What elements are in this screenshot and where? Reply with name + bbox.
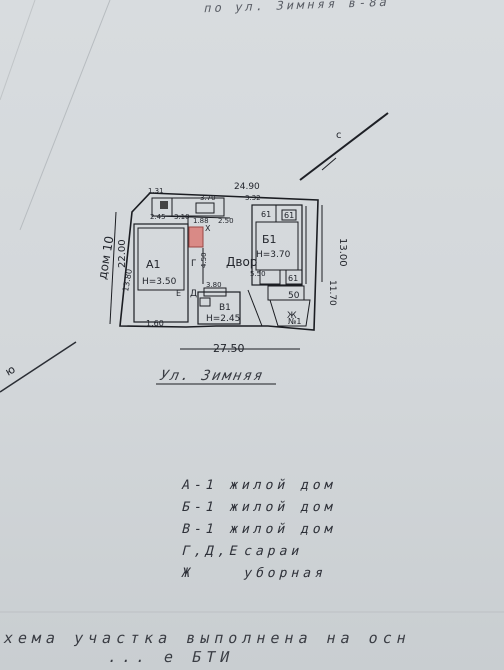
building-a <box>133 223 189 323</box>
dim-left: 22.00 <box>117 239 128 268</box>
legend-text: жилой дом <box>228 522 339 537</box>
dim-small-8: 4.50 <box>200 252 208 268</box>
room-a: А1 <box>146 258 161 271</box>
dim-right-bottom: 11.70 <box>327 280 337 306</box>
dim-small-7: 2.50 <box>218 217 234 225</box>
dim-small-9: 3.80 <box>206 281 222 289</box>
room-x: Х <box>205 224 211 233</box>
legend-text: жилой дом <box>228 500 339 515</box>
room-61a: 61 <box>261 210 271 219</box>
room-v: В1 <box>219 303 231 313</box>
north-label: с <box>336 130 342 141</box>
dim-small-5: 3.10 <box>174 213 190 221</box>
dim-left-side: 13.80 <box>121 268 134 292</box>
footer-line-2: ... е БТИ <box>106 648 237 666</box>
street-label: Ул. Зимняя <box>158 368 266 384</box>
south-arrow <box>0 341 77 393</box>
legend-row: Б-1 жилой дом <box>180 500 338 515</box>
room-b-height: Н=3.70 <box>256 250 291 260</box>
north-arrow <box>299 112 389 181</box>
building-b <box>251 204 303 286</box>
dim-small-3: 2.45 <box>150 213 166 221</box>
legend-code: А-1 <box>180 478 220 493</box>
legend-text: жилой дом <box>228 478 339 493</box>
legend-code: В-1 <box>180 522 220 537</box>
dim-right-top: 13.00 <box>337 238 348 267</box>
room-n1: №1 <box>288 317 301 326</box>
room-zh: Ж <box>287 311 297 321</box>
room-50: 50 <box>288 291 300 301</box>
plot-boundary <box>119 192 319 331</box>
highlight-area <box>188 226 204 248</box>
building-v <box>197 291 241 325</box>
room-61b: 61 <box>284 211 294 220</box>
room-e: Е <box>176 289 181 298</box>
dim-bottom: 27.50 <box>213 342 245 355</box>
legend-text: сараи <box>242 544 306 559</box>
room-b: Б1 <box>262 233 277 246</box>
legend-code: Ж <box>180 566 196 581</box>
dim-small-4: 3.32 <box>245 194 261 202</box>
legend-row: В-1 жилой дом <box>180 522 338 537</box>
room-g: Г <box>191 259 197 269</box>
legend-code: Г,Д,Е <box>180 544 244 559</box>
south-label: ю <box>3 363 18 379</box>
legend-row: Г,Д,Есараи <box>180 544 305 559</box>
dim-top: 24.90 <box>234 182 260 192</box>
dim-small-1: 1.31 <box>148 187 164 195</box>
footer-line-1: хема участка выполнена на осн <box>2 629 413 647</box>
legend-code: Б-1 <box>180 500 220 515</box>
room-a-height: Н=3.50 <box>142 277 177 287</box>
legend-text: уборная <box>242 566 329 581</box>
dim-small-2: 3.70 <box>200 194 216 202</box>
dim-small-10: 5.50 <box>250 270 266 278</box>
room-61c: 61 <box>288 274 298 283</box>
dim-small-6: 1.88 <box>193 217 209 225</box>
room-d: Д <box>190 289 197 299</box>
room-v-height: Н=2.45 <box>206 314 240 324</box>
yard-label: Двор <box>226 255 257 269</box>
legend-row: А-1 жилой дом <box>180 478 338 493</box>
dim-bottom-left: 1.60 <box>146 319 164 328</box>
